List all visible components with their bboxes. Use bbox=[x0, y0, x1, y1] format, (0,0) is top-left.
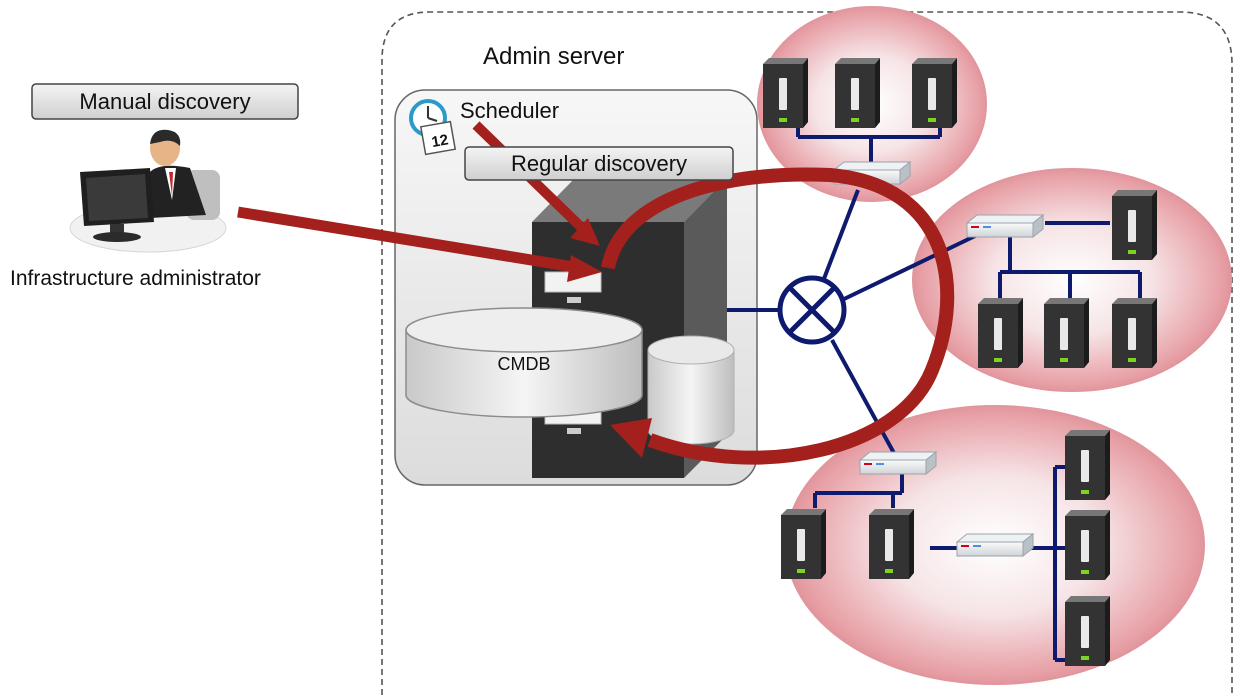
server-tower-icon bbox=[978, 298, 1023, 368]
svg-text:Regular discovery: Regular discovery bbox=[511, 151, 687, 176]
svg-text:12: 12 bbox=[430, 131, 449, 151]
manual-discovery-arrow bbox=[237, 206, 581, 274]
cmdb-label: CMDB bbox=[498, 354, 551, 374]
server-tower-icon bbox=[1065, 596, 1110, 666]
discovery-arrows bbox=[237, 121, 955, 465]
server-tower-icon bbox=[781, 509, 826, 579]
calendar-icon: 12 bbox=[419, 120, 457, 156]
server-tower-icon bbox=[1065, 510, 1110, 580]
network-switch-icon bbox=[966, 214, 1044, 238]
infrastructure-administrator-label: Infrastructure administrator bbox=[10, 267, 261, 290]
regular-discovery-tag: Regular discovery bbox=[464, 146, 734, 181]
cmdb-database: CMDB bbox=[405, 307, 643, 418]
server-tower-icon bbox=[763, 58, 808, 128]
server-tower-icon bbox=[1065, 430, 1110, 500]
server-tower-icon bbox=[912, 58, 957, 128]
router-icon bbox=[777, 275, 847, 345]
server-tower-icon bbox=[869, 509, 914, 579]
admin-boundary bbox=[381, 11, 1233, 695]
server-tower-icon bbox=[1112, 298, 1157, 368]
network-switch-icon bbox=[956, 533, 1034, 557]
network-switch-icon bbox=[859, 451, 937, 475]
server-tower-icon bbox=[835, 58, 880, 128]
person-at-computer-icon bbox=[69, 129, 227, 253]
server-tower-icon bbox=[1112, 190, 1157, 260]
admin-server-label: Admin server bbox=[483, 43, 624, 70]
database-cylinder-icon bbox=[647, 335, 735, 445]
svg-text:Manual discovery: Manual discovery bbox=[79, 89, 250, 114]
server-tower-icon bbox=[1044, 298, 1089, 368]
manual-discovery-tag: Manual discovery bbox=[31, 83, 299, 120]
regular-discovery-loop-arrow bbox=[601, 167, 955, 465]
scheduler-label: Scheduler bbox=[460, 98, 559, 123]
